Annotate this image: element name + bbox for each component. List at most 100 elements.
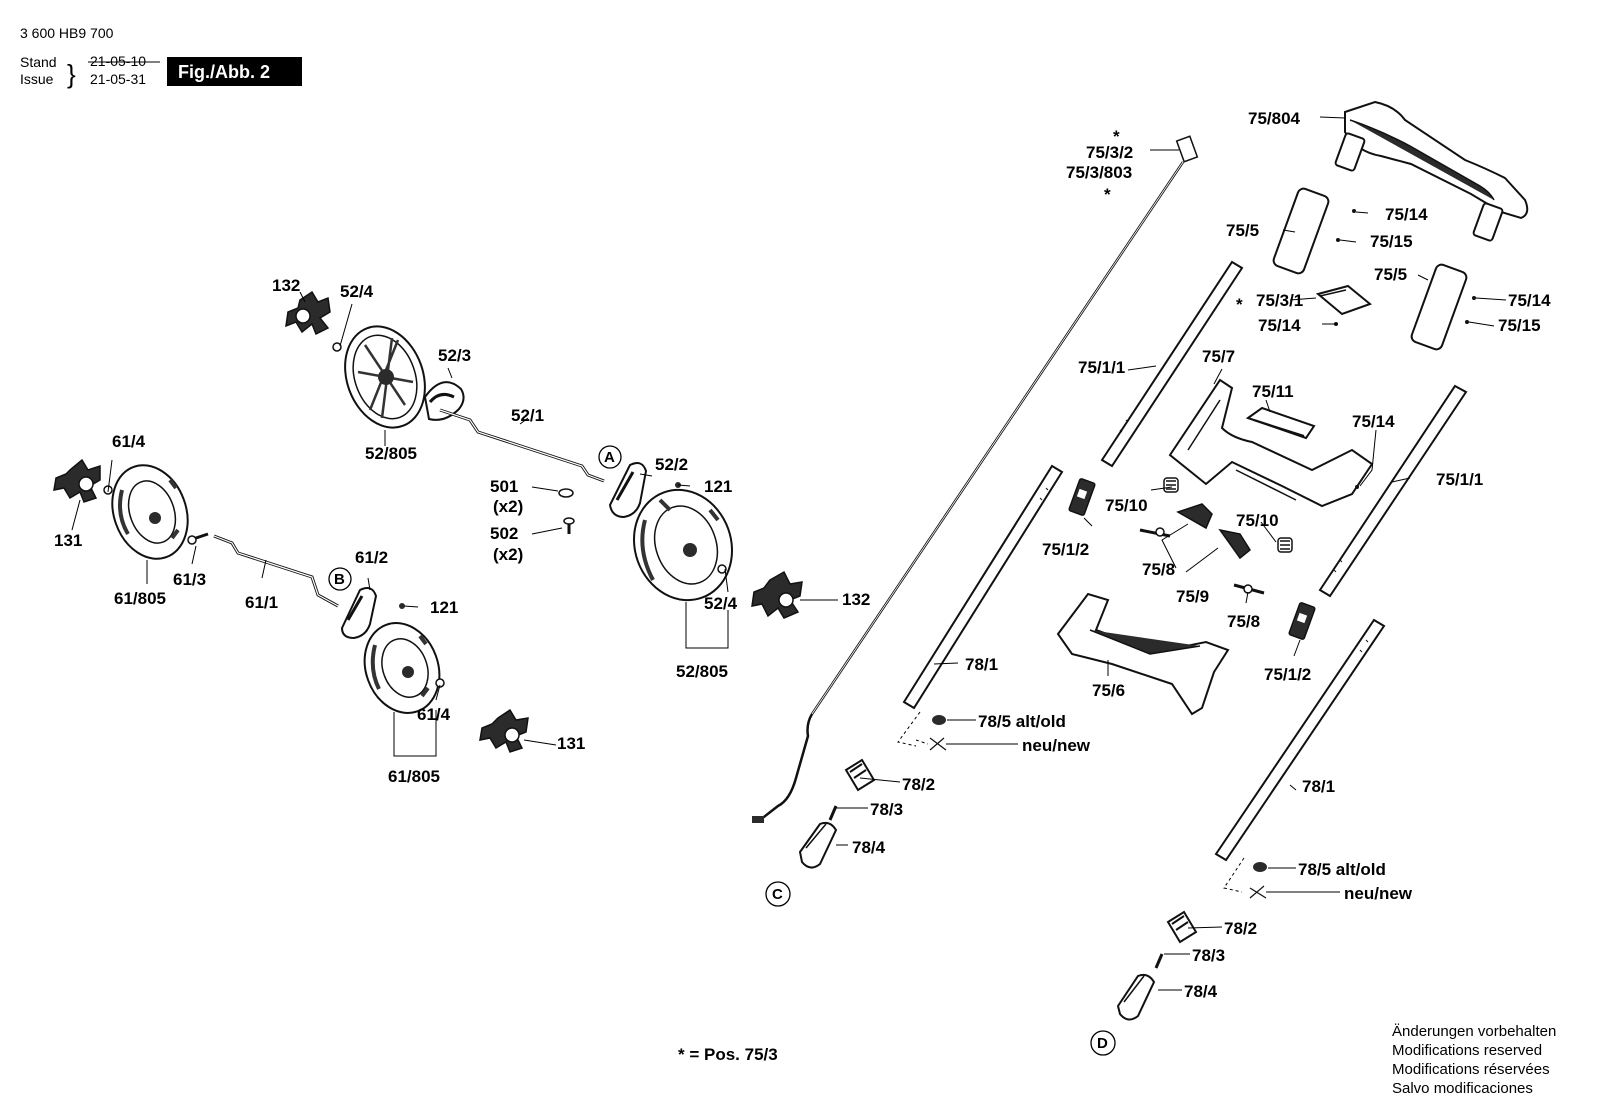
label-75-804: 75/804 xyxy=(1248,109,1301,128)
clip-75-3-1 xyxy=(1315,284,1373,316)
tube-75-1-1-left xyxy=(1100,260,1244,468)
label-78-5-left: 78/5 alt/old xyxy=(978,712,1066,731)
new-date: 21-05-31 xyxy=(90,71,146,87)
label-52-1: 52/1 xyxy=(511,406,544,425)
label-75-15-a: 75/15 xyxy=(1370,232,1413,251)
ref-circle-a: A xyxy=(598,445,622,469)
pin-75-8-right xyxy=(1233,583,1265,595)
label-501-qty: (x2) xyxy=(493,497,523,516)
spring-78-3-right xyxy=(1154,953,1164,969)
star-75-3-803: * xyxy=(1104,185,1111,204)
disclaimer-line-1: Änderungen vorbehalten xyxy=(1392,1023,1556,1040)
disclaimer-line-3: Modifications réservées xyxy=(1392,1061,1550,1078)
bracket-52-3 xyxy=(423,381,465,421)
tube-75-5-left xyxy=(1272,187,1330,275)
washer-52-4-top xyxy=(332,342,342,352)
hub-cap-132-top xyxy=(285,290,331,336)
label-61-805-bottom: 61/805 xyxy=(388,767,440,786)
knob-78-5-left xyxy=(897,711,947,751)
header-brace: } xyxy=(67,59,76,89)
svg-text:B: B xyxy=(334,571,345,588)
ref-circle-d: D xyxy=(1090,1030,1116,1056)
washer-501 xyxy=(558,488,574,498)
label-75-11: 75/11 xyxy=(1252,382,1294,401)
bracket-61-2 xyxy=(340,587,378,640)
screw-75-15-b xyxy=(1465,320,1469,324)
disclaimer-line-2: Modifications reserved xyxy=(1392,1042,1542,1059)
label-75-6: 75/6 xyxy=(1092,681,1125,700)
screw-502 xyxy=(563,517,575,534)
stand-label: Stand xyxy=(20,54,57,70)
label-78-5-right: 78/5 alt/old xyxy=(1298,860,1386,879)
label-121-bottom: 121 xyxy=(430,598,458,617)
star-75-3-2: * xyxy=(1113,127,1120,146)
clip-78-2-left xyxy=(844,758,876,792)
tube-75-5-right xyxy=(1410,263,1468,351)
label-78-2-left: 78/2 xyxy=(902,775,935,794)
cap-78-4-right xyxy=(1116,973,1156,1021)
pin-61-3 xyxy=(187,532,209,545)
label-75-5-right: 75/5 xyxy=(1374,265,1407,284)
svg-text:C: C xyxy=(772,886,783,903)
label-52-4-top: 52/4 xyxy=(340,282,374,301)
label-502-qty: (x2) xyxy=(493,545,523,564)
hub-cap-132-right xyxy=(751,570,803,619)
label-75-3-1: 75/3/1 xyxy=(1256,291,1303,310)
label-121-top: 121 xyxy=(704,477,732,496)
axle-61-1 xyxy=(213,534,339,608)
ref-circle-b: B xyxy=(328,567,352,591)
old-date: 21-05-10 xyxy=(90,53,146,69)
cable-75-3 xyxy=(752,135,1199,823)
spring-78-3-left xyxy=(828,805,838,821)
label-75-14-c: 75/14 xyxy=(1258,316,1301,335)
star-75-3-1: * xyxy=(1236,295,1243,314)
wheel-61-805-left xyxy=(111,464,189,560)
label-78-2-right: 78/2 xyxy=(1224,919,1257,938)
label-75-10-left: 75/10 xyxy=(1105,496,1148,515)
wheel-52-805-right xyxy=(632,488,734,602)
label-75-3-2: 75/3/2 xyxy=(1086,143,1133,162)
label-75-1-1-right: 75/1/1 xyxy=(1436,470,1483,489)
hub-cap-131-right xyxy=(479,708,529,753)
pin-75-8-left xyxy=(1139,527,1171,538)
tube-78-1-left xyxy=(902,464,1064,710)
label-75-8-right: 75/8 xyxy=(1227,612,1260,631)
label-75-9: 75/9 xyxy=(1176,587,1209,606)
label-78-1-left: 78/1 xyxy=(965,655,998,674)
spring-75-10-left xyxy=(1163,477,1179,493)
washer-52-4-right xyxy=(717,564,727,574)
ref-circle-c: C xyxy=(765,881,791,907)
label-78-4-left: 78/4 xyxy=(852,838,886,857)
label-75-10-right: 75/10 xyxy=(1236,511,1279,530)
issue-label: Issue xyxy=(20,71,54,87)
label-75-14-d: 75/14 xyxy=(1352,412,1395,431)
label-78-3-left: 78/3 xyxy=(870,800,903,819)
footer-note: * = Pos. 75/3 xyxy=(678,1045,778,1064)
label-61-4-top: 61/4 xyxy=(112,432,146,451)
label-52-805-bottom: 52/805 xyxy=(676,662,728,681)
label-52-805-top: 52/805 xyxy=(365,444,417,463)
figure-label: Fig./Abb. 2 xyxy=(178,62,270,82)
svg-text:A: A xyxy=(604,449,615,466)
label-52-2: 52/2 xyxy=(655,455,688,474)
frame-75-7 xyxy=(1168,378,1374,508)
label-132-top: 132 xyxy=(272,276,300,295)
tube-78-1-right xyxy=(1214,618,1386,862)
handle-75-804 xyxy=(1334,100,1529,242)
label-75-3-803: 75/3/803 xyxy=(1066,163,1132,182)
wheel-61-805-bottom xyxy=(363,622,441,714)
label-75-1-2-left: 75/1/2 xyxy=(1042,540,1089,559)
label-61-2: 61/2 xyxy=(355,548,388,567)
screw-121-bottom xyxy=(399,603,405,609)
screw-75-14-a xyxy=(1352,209,1356,213)
label-neu-new-left: neu/new xyxy=(1022,736,1091,755)
label-75-5-top: 75/5 xyxy=(1226,221,1259,240)
clamp-75-1-2-left xyxy=(1068,478,1096,516)
label-61-1: 61/1 xyxy=(245,593,278,612)
label-78-1-right: 78/1 xyxy=(1302,777,1335,796)
crossbar-75-6 xyxy=(1056,592,1230,716)
label-75-7: 75/7 xyxy=(1202,347,1235,366)
spring-75-10-right xyxy=(1277,537,1293,553)
cap-78-4-left xyxy=(798,821,838,869)
label-75-15-b: 75/15 xyxy=(1498,316,1541,335)
